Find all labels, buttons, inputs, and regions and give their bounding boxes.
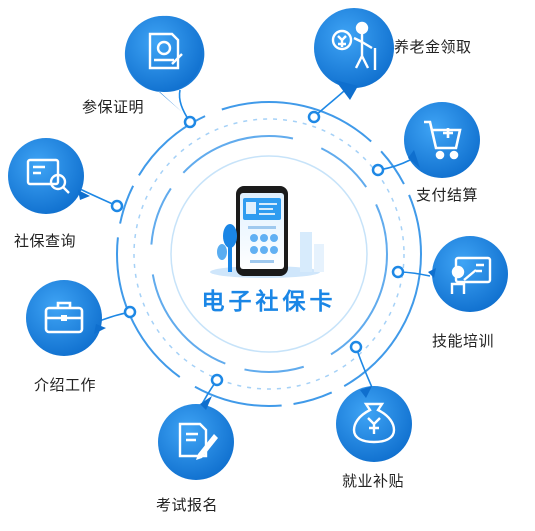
medical-cart-icon <box>424 120 462 160</box>
label-social-security-certificate: 参保证明 <box>82 98 145 116</box>
label-exam-registration: 考试报名 <box>156 496 219 514</box>
node-social-security-query[interactable] <box>8 138 90 214</box>
node-pension-claim[interactable] <box>314 8 394 100</box>
label-payment-settlement: 支付结算 <box>416 186 479 204</box>
orbit-rings <box>116 101 422 407</box>
label-pension-claim: 养老金领取 <box>394 38 472 56</box>
elderly-yen-icon <box>331 21 377 70</box>
node-social-security-certificate[interactable] <box>124 15 205 112</box>
label-skills-training: 技能培训 <box>432 332 495 350</box>
document-seal-icon <box>148 32 183 70</box>
node-employment-subsidy[interactable] <box>336 386 412 462</box>
teacher-board-icon <box>450 256 492 294</box>
label-social-security-query: 社保查询 <box>14 232 77 250</box>
center-title: 电子社保卡 <box>201 289 337 315</box>
node-payment-settlement[interactable] <box>404 102 480 178</box>
phone-illustration <box>210 186 324 278</box>
node-skills-training[interactable] <box>428 236 508 312</box>
ring-dots <box>110 110 405 387</box>
label-job-referral: 介绍工作 <box>34 376 97 394</box>
briefcase-icon <box>44 301 84 334</box>
node-job-referral[interactable] <box>26 280 106 356</box>
money-bag-yen-icon <box>352 402 396 444</box>
search-card-icon <box>26 158 70 194</box>
document-pen-icon <box>178 422 218 460</box>
label-employment-subsidy: 就业补贴 <box>342 472 405 490</box>
node-exam-registration[interactable] <box>158 396 234 480</box>
